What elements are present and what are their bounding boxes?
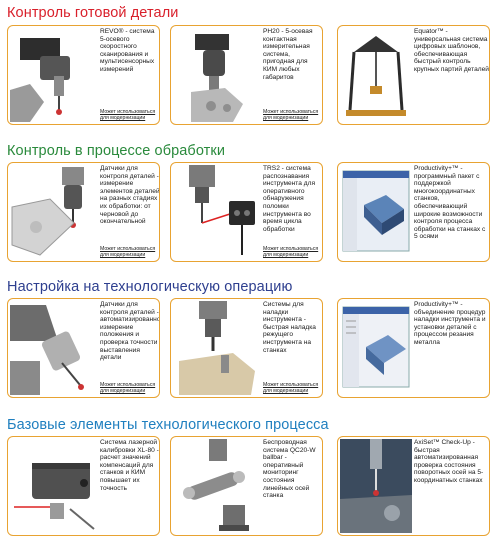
card-workpiece-probes-inproc[interactable]: Датчики для контроля деталей - измерение… [7,162,160,262]
card-equator[interactable]: Equator™ - универсальная система цифровы… [337,25,490,125]
spindle-probe-icon [10,165,98,259]
card-description: Датчики для контроля деталей - измерение… [100,165,160,226]
card-xl80[interactable]: Система лазерной калибровки XL-80 - расч… [7,436,160,536]
card-trs2[interactable]: TRS2 - система распознавания инструмента… [170,162,323,262]
card-description: REVO® - система 5-осевого скоростного ск… [100,28,155,73]
section-title-foundation: Базовые элементы технологического процес… [7,417,329,433]
ballbar-icon [173,439,261,533]
section-title-setup: Настройка на технологическую операцию [7,279,293,295]
retrofit-note[interactable]: Может использоваться для модернизации [263,382,319,394]
card-description: AxiSet™ Check-Up - быстрая автоматизиров… [414,439,484,484]
gauge-frame-icon [340,28,412,122]
card-description: PH20 - 5-осевая контактная измерительная… [263,28,313,81]
software-window-icon [340,301,412,395]
card-description: Productivity+™ - объединение процедур на… [414,301,486,346]
retrofit-note[interactable]: Может использоваться для модернизации [100,246,156,258]
section-title-in-process-control: Контроль в процессе обработки [7,143,226,159]
laser-calibrator-icon [10,439,98,533]
card-description: Беспроводная система QC20-W ballbar - оп… [263,439,316,500]
software-window-icon [340,165,412,259]
axiset-icon [340,439,412,533]
tool-setter-icon [173,165,261,259]
card-description: Productivity+™ - программный пакет с под… [414,165,486,241]
tool-setter-icon [173,301,261,395]
card-ph20[interactable]: PH20 - 5-осевая контактная измерительная… [170,25,323,125]
retrofit-note[interactable]: Может использоваться для модернизации [263,246,319,258]
retrofit-note[interactable]: Может использоваться для модернизации [100,382,156,394]
section-title-final-inspection: Контроль готовой детали [7,5,179,21]
card-workpiece-probes-setup[interactable]: Датчики для контроля деталей - автоматиз… [7,298,160,398]
card-tool-setting[interactable]: Системы для наладки инструмента - быстра… [170,298,323,398]
card-productivity-inproc[interactable]: Productivity+™ - программный пакет с под… [337,162,490,262]
probe-head-icon [10,28,98,122]
retrofit-note[interactable]: Может использоваться для модернизации [263,109,319,121]
retrofit-note[interactable]: Может использоваться для модернизации [100,109,156,121]
card-description: Системы для наладки инструмента - быстра… [263,301,316,354]
card-productivity-setup[interactable]: Productivity+™ - объединение процедур на… [337,298,490,398]
spindle-probe-icon [10,301,98,395]
card-axiset[interactable]: AxiSet™ Check-Up - быстрая автоматизиров… [337,436,490,536]
card-description: Датчики для контроля деталей - автоматиз… [100,301,160,362]
card-description: Equator™ - универсальная система цифровы… [414,28,489,73]
card-qc20w[interactable]: Беспроводная система QC20-W ballbar - оп… [170,436,323,536]
card-description: Система лазерной калибровки XL-80 - расч… [100,439,159,492]
card-revo[interactable]: REVO® - система 5-осевого скоростного ск… [7,25,160,125]
probe-head-icon [173,28,261,122]
card-description: TRS2 - система распознавания инструмента… [263,165,316,233]
